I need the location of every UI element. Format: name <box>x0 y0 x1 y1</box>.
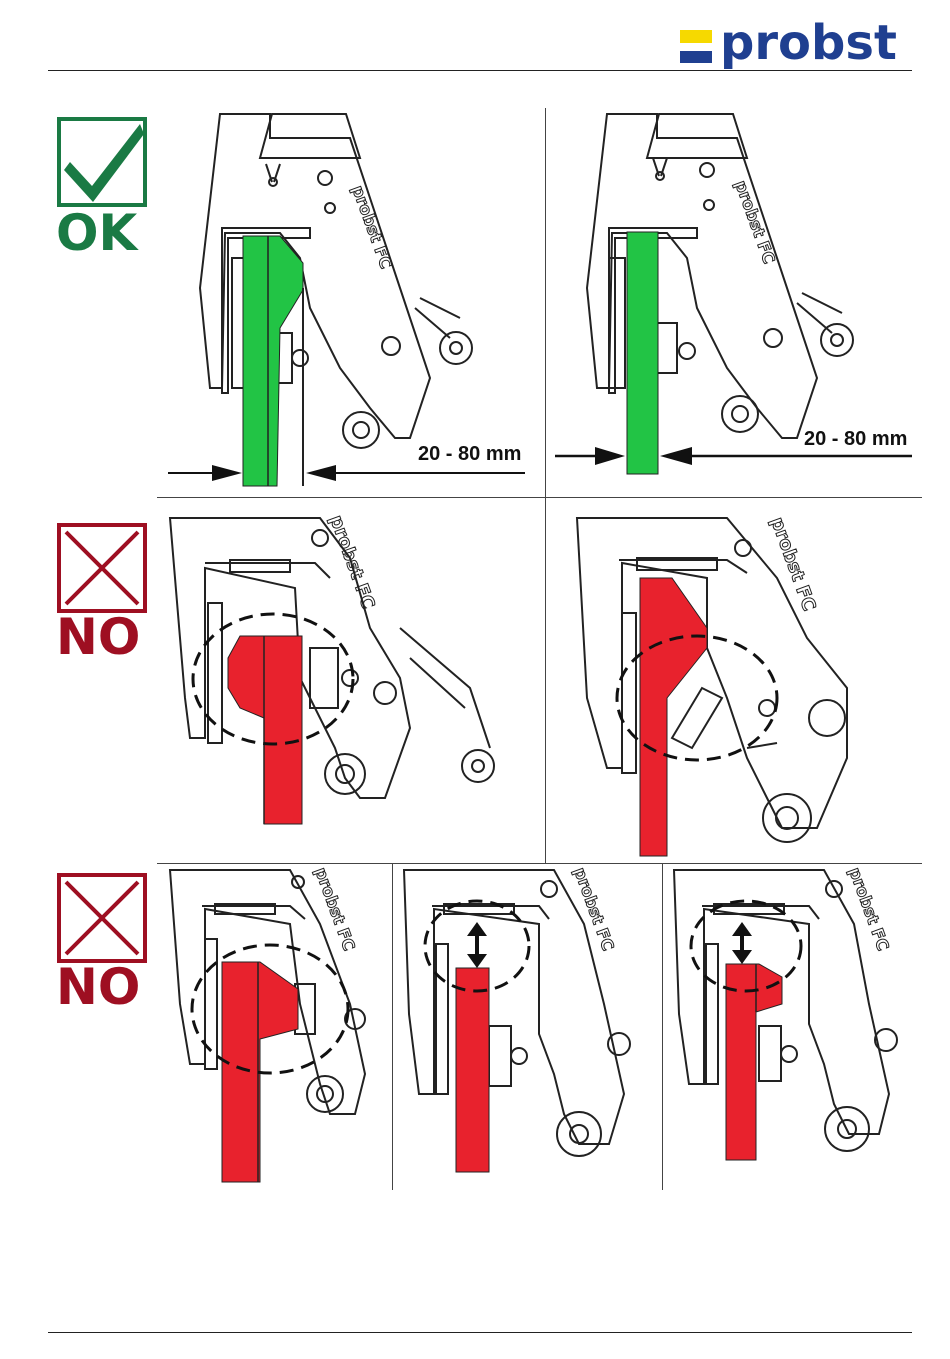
illustration-ok-b: probst FC 20 - 80 mm <box>547 108 922 496</box>
no-label: NO <box>56 962 140 1012</box>
measurement-label: 20 - 80 mm <box>804 428 907 451</box>
device-marking: probst FC <box>348 183 396 271</box>
illustration-no-d: probst FC <box>394 864 661 1190</box>
measurement-label: 20 - 80 mm <box>418 443 521 466</box>
no-label: NO <box>56 612 140 662</box>
illustration-no-b: probst FC <box>547 498 922 862</box>
cross-icon <box>56 522 148 614</box>
header-rule <box>48 70 912 71</box>
column-divider-1 <box>545 108 546 863</box>
cross-icon <box>56 872 148 964</box>
brand-name: probst <box>720 14 897 72</box>
checkmark-icon <box>56 116 148 208</box>
column-divider-3 <box>662 864 663 1190</box>
illustration-no-a: probst FC <box>160 498 544 862</box>
illustration-no-c: probst FC <box>160 864 392 1190</box>
brand-logo: probst <box>680 20 910 68</box>
illustration-no-e: probst FC <box>664 864 922 1190</box>
device-marking: probst FC <box>766 515 819 614</box>
illustration-ok-a: probst FC 20 - 80 mm <box>160 108 544 496</box>
ok-label: OK <box>56 208 137 258</box>
brand-mark-icon <box>680 30 712 64</box>
column-divider-2 <box>392 864 393 1190</box>
device-marking: probst FC <box>311 865 359 953</box>
device-marking: probst FC <box>325 513 378 612</box>
footer-rule <box>48 1332 912 1333</box>
device-marking: probst FC <box>570 865 618 953</box>
device-marking: probst FC <box>845 865 893 953</box>
